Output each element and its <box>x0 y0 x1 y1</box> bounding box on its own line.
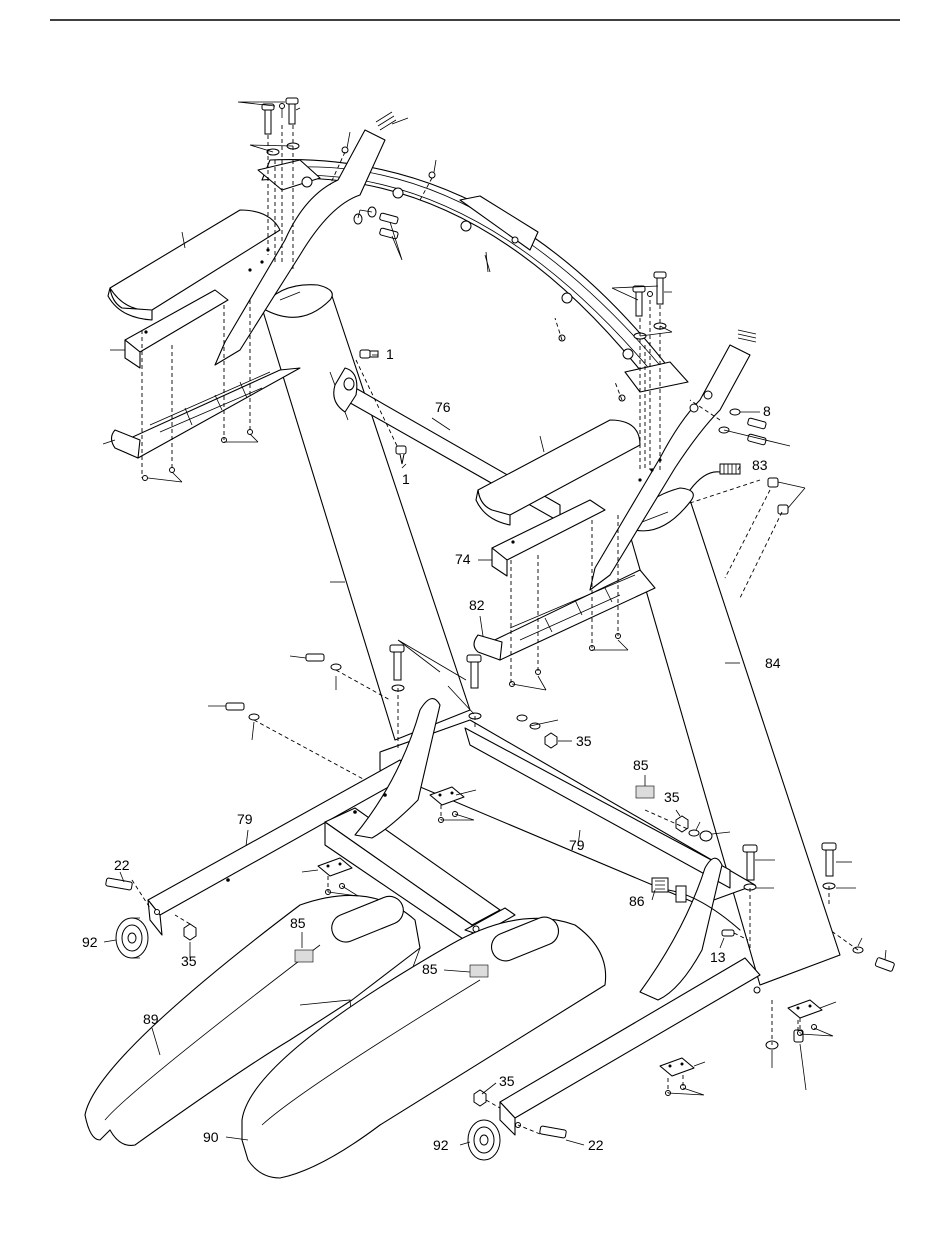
left-pulse-bracket <box>112 368 301 458</box>
callout-22a: 22 <box>114 857 130 873</box>
callout-74: 74 <box>455 551 471 567</box>
right-upright <box>628 488 840 985</box>
callout-35a: 35 <box>576 733 592 749</box>
callout-90: 90 <box>203 1129 219 1145</box>
right-wheel-92 <box>468 1120 500 1160</box>
wire-harness-83 <box>690 464 740 490</box>
callout-79a: 79 <box>237 811 253 827</box>
callout-76: 76 <box>435 399 451 415</box>
callout-13: 13 <box>710 949 726 965</box>
callout-1b: 1 <box>402 471 410 487</box>
callout-83: 83 <box>752 457 768 473</box>
callout-79b: 79 <box>569 837 585 853</box>
right-pulse-bracket-82 <box>474 570 655 660</box>
callout-1a: 1 <box>386 346 394 362</box>
callout-35b: 35 <box>664 789 680 805</box>
callout-86: 86 <box>629 893 645 909</box>
callout-84: 84 <box>765 655 781 671</box>
callout-35c: 35 <box>181 953 197 969</box>
callout-89: 89 <box>143 1011 159 1027</box>
callout-82: 82 <box>469 597 485 613</box>
callout-22b: 22 <box>588 1137 604 1153</box>
callout-8: 8 <box>763 403 771 419</box>
callout-92a: 92 <box>82 934 98 950</box>
callout-35d: 35 <box>499 1073 515 1089</box>
left-wheel-92 <box>116 918 148 958</box>
callout-85b: 85 <box>290 915 306 931</box>
callout-92b: 92 <box>433 1137 449 1153</box>
callout-85a: 85 <box>633 757 649 773</box>
callout-85c: 85 <box>422 961 438 977</box>
